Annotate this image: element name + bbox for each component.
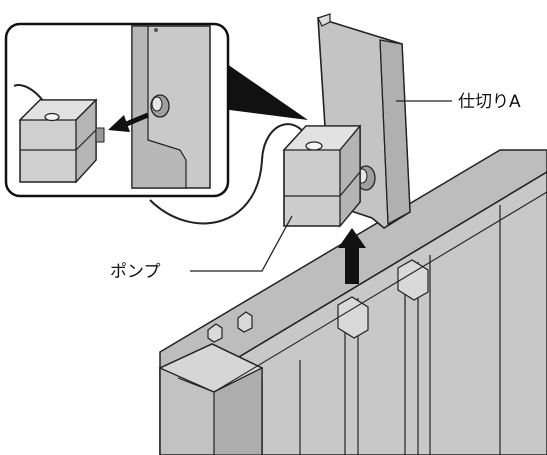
- trough-inner-ledge: [177, 191, 547, 393]
- inset-pump: [18, 98, 105, 184]
- inset-nozzle: [150, 94, 170, 118]
- pump: [149, 123, 362, 228]
- partition-label: 仕切りA: [458, 92, 521, 112]
- rail-clips: [207, 259, 429, 343]
- inset-detail-view: [4, 22, 308, 198]
- inset-pointer: [214, 55, 308, 120]
- pump-cord: [149, 123, 313, 225]
- partition-a: [317, 13, 411, 229]
- lift-up-arrow: [338, 228, 366, 284]
- callout-pump: ポンプ: [110, 215, 293, 282]
- partition-nozzle: [356, 165, 376, 191]
- pump-label: ポンプ: [110, 262, 161, 282]
- callout-pump-leader: [190, 215, 293, 272]
- inset-partition: [131, 25, 211, 189]
- callout-partition: 仕切りA: [396, 92, 521, 112]
- inset-left-arrow: [108, 112, 149, 132]
